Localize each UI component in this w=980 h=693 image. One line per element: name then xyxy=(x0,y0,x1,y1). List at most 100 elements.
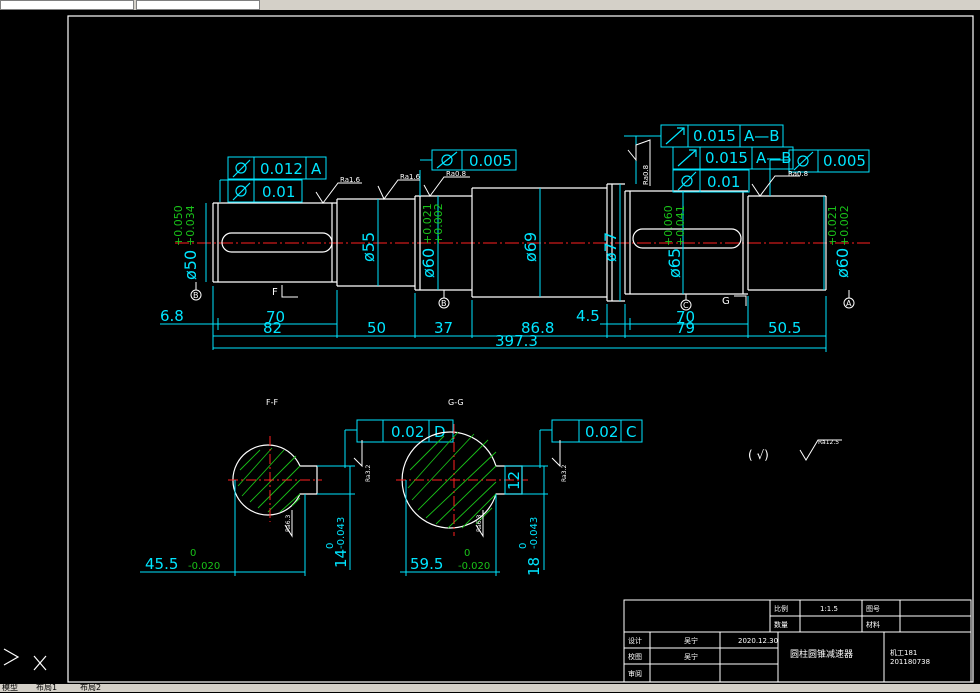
dia-60b-lower: +0.002 xyxy=(838,205,851,246)
tb-student-no: 201180738 xyxy=(890,658,930,666)
keyway-left xyxy=(221,232,333,253)
dia-60a-upper: +0.021 xyxy=(421,203,434,244)
tb-material-label: 材料 xyxy=(866,620,880,629)
tab-model[interactable]: 模型 xyxy=(2,683,18,692)
gg-key-up: 0 xyxy=(518,543,529,549)
gg-ra2: Ra6.3 xyxy=(476,515,483,532)
len-79: 79 xyxy=(676,319,695,337)
tb-title: 圆柱圆锥减速器 xyxy=(790,648,853,660)
ff-width-lo: -0.020 xyxy=(188,561,220,572)
general-roughness-ra: Ra12.5 xyxy=(818,439,839,446)
layout-tabs: 模型 布局1 布局2 xyxy=(0,683,980,692)
section-mark-f: F xyxy=(272,287,278,298)
ff-width-up: 0 xyxy=(190,548,196,559)
tb-checker: 吴宁 xyxy=(684,652,698,661)
gg-width-up: 0 xyxy=(464,548,470,559)
toolbar-combo-right[interactable] xyxy=(136,0,260,10)
tab-layout1[interactable]: 布局1 xyxy=(36,683,58,692)
ra-label-4: Ra0.8 xyxy=(642,165,650,185)
gg-key-dim: 18 xyxy=(525,557,543,576)
ff-key-up: 0 xyxy=(325,543,336,549)
tol-6b-value: 0.01 xyxy=(707,173,740,191)
len-50: 50 xyxy=(367,319,386,337)
tab-layout2[interactable]: 布局2 xyxy=(80,683,102,692)
datum-label-a: A xyxy=(846,299,852,308)
gg-tol-value: 0.02 xyxy=(585,423,618,441)
len-50-5: 50.5 xyxy=(768,319,801,337)
gg-depth-dim: 12 xyxy=(505,471,523,490)
tb-check-label: 校图 xyxy=(628,652,642,661)
keyway-right xyxy=(632,228,742,249)
tb-qty-label: 数量 xyxy=(774,620,788,629)
ff-key-dim: 14 xyxy=(332,549,350,568)
ff-tol-datum: D xyxy=(434,423,446,441)
len-397-3: 397.3 xyxy=(495,332,538,350)
dia-77-label: ø77 xyxy=(601,232,620,262)
ff-ra: Ra3.2 xyxy=(365,465,372,482)
datum-label-left: B xyxy=(193,291,199,300)
len-4-5: 4.5 xyxy=(576,307,600,325)
window-toolbar-strip xyxy=(0,0,980,10)
len-37: 37 xyxy=(434,319,453,337)
ucs-icon xyxy=(3,648,47,671)
tol-symbols xyxy=(232,127,814,201)
datum-markers xyxy=(190,282,855,311)
ff-tol-value: 0.02 xyxy=(391,423,424,441)
tb-date: 2020.12.30 xyxy=(738,637,778,645)
tb-scale-value: 1:1.5 xyxy=(820,605,838,613)
dia-69-label: ø69 xyxy=(521,232,540,262)
gg-tol-datum: C xyxy=(626,423,636,441)
ff-key-lo: -0.043 xyxy=(336,517,347,549)
len-70b: 70 xyxy=(676,308,695,326)
dia-50-upper: +0.050 xyxy=(172,205,185,246)
toolbar-combo-left[interactable] xyxy=(0,0,134,10)
roughness-symbols xyxy=(315,139,800,204)
dia-60b-upper: +0.021 xyxy=(826,205,839,246)
dia-60a-label: ø60 xyxy=(419,248,438,278)
dia-60a-lower: +0.002 xyxy=(432,203,445,244)
tol-5-datum: A—B xyxy=(756,149,792,167)
len-86-8: 86.8 xyxy=(521,319,554,337)
tb-approve-label: 审阅 xyxy=(628,669,642,678)
section-gg-title: G-G xyxy=(448,398,464,407)
tb-drawing-no-label: 图号 xyxy=(866,605,880,613)
section-ff-dims xyxy=(140,419,454,576)
datum-label-c: C xyxy=(683,301,689,310)
dia-65-label: ø65 xyxy=(665,248,684,278)
general-roughness-paren: ( √) xyxy=(748,448,769,462)
section-ff-view xyxy=(228,436,322,522)
tb-design-label: 设计 xyxy=(628,636,642,645)
gg-key-lo: -0.043 xyxy=(529,517,540,549)
drawing-border xyxy=(67,15,974,683)
ra-label-1: Ra1.6 xyxy=(340,176,361,184)
tol-frames xyxy=(219,124,870,203)
section-mark-g: G xyxy=(722,296,730,307)
tol-4-value: 0.015 xyxy=(693,127,736,145)
ra-label-2: Ra1.6 xyxy=(400,173,421,181)
section-gg-view xyxy=(396,424,528,536)
tol-5-value: 0.015 xyxy=(705,149,748,167)
dia-55-label: ø55 xyxy=(359,232,378,262)
dia-50-label: ø50 xyxy=(181,250,200,280)
ff-width-dim: 45.5 xyxy=(145,555,178,573)
dia-60b-label: ø60 xyxy=(833,248,852,278)
general-roughness-symbol xyxy=(799,439,842,461)
drawing-canvas[interactable]: ø50 ø55 ø60 ø69 ø77 ø65 ø60 +0.050 +0.03… xyxy=(0,10,980,684)
gg-width-dim: 59.5 xyxy=(410,555,443,573)
gg-ra: Ra3.2 xyxy=(561,465,568,482)
ra-label-5: Ra0.8 xyxy=(788,170,808,178)
ff-ra2: Ra6.3 xyxy=(285,515,292,532)
ra-label-3: Ra0.8 xyxy=(446,170,466,178)
len-70a: 70 xyxy=(266,308,285,326)
len-6-8: 6.8 xyxy=(160,307,184,325)
tol-3-value: 0.005 xyxy=(469,152,512,170)
len-82: 82 xyxy=(263,319,282,337)
dia-50-lower: +0.034 xyxy=(184,205,197,246)
section-gg-roughness xyxy=(475,440,561,538)
length-dim-lines xyxy=(160,286,827,352)
section-gg-dims xyxy=(400,419,643,576)
dia-65-upper: +0.060 xyxy=(662,205,675,246)
section-ff-title: F-F xyxy=(266,398,278,407)
tb-scale-label: 比例 xyxy=(774,604,788,613)
tol-1-value: 0.012 xyxy=(260,160,303,178)
